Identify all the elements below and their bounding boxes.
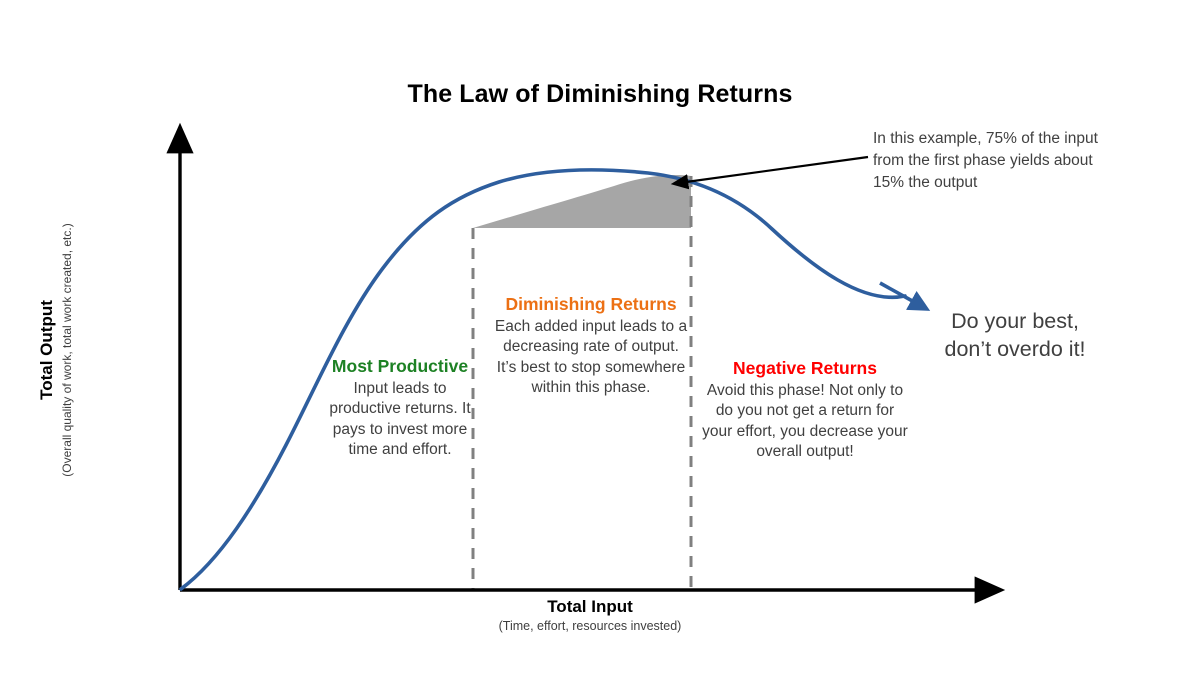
y-axis-title: Total Output	[37, 300, 56, 400]
callout-note: In this example, 75% of the input from t…	[873, 130, 1098, 191]
x-axis-label-group: Total Input (Time, effort, resources inv…	[390, 597, 790, 633]
phase-most-productive-heading: Most Productive	[331, 356, 469, 376]
shaded-region	[473, 175, 691, 228]
phase-diminishing-returns-body: Each added input leads to a decreasing r…	[494, 317, 688, 397]
page-title: The Law of Diminishing Returns	[407, 80, 793, 108]
phase-most-productive: Most Productive Input leads to productiv…	[318, 356, 482, 461]
phase-diminishing-returns-heading: Diminishing Returns	[505, 294, 677, 314]
y-axis-label-group: Total Output (Overall quality of work, t…	[37, 200, 74, 500]
phase-negative-returns: Negative Returns Avoid this phase! Not o…	[700, 358, 910, 463]
phase-diminishing-returns: Diminishing Returns Each added input lea…	[492, 294, 690, 399]
x-axis-title: Total Input	[547, 597, 633, 616]
curve-end-arrow	[879, 281, 931, 311]
output-curve	[179, 168, 907, 591]
phase-most-productive-body: Input leads to productive returns. It pa…	[329, 379, 471, 459]
tagline: Do your best, don’t overdo it!	[900, 308, 1130, 363]
tagline-line-1: Do your best,	[951, 309, 1079, 333]
tagline-line-2: don’t overdo it!	[944, 336, 1086, 361]
phase-negative-returns-body: Avoid this phase! Not only to do you not…	[702, 381, 908, 461]
x-axis-subtitle: (Time, effort, resources invested)	[498, 619, 682, 634]
callout-leader-line	[670, 155, 869, 190]
y-axis-subtitle: (Overall quality of work, total work cre…	[59, 223, 74, 477]
phase-negative-returns-heading: Negative Returns	[733, 358, 877, 378]
